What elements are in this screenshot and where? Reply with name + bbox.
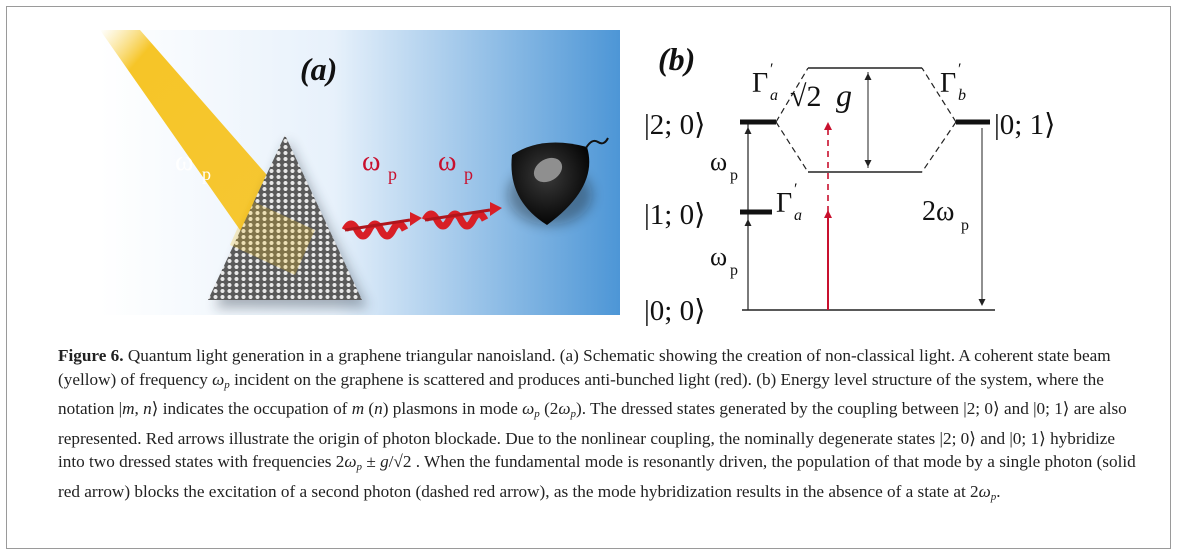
photon2-omega-sub: p <box>464 164 473 184</box>
caption-omega-5: ω <box>978 481 991 501</box>
omega-lower-label: ω <box>710 242 727 271</box>
caption-text-7: ). The dressed states generated by the c… <box>58 399 1127 472</box>
figure-caption: Figure 6. Quantum light generation in a … <box>58 344 1138 510</box>
panel-a-schematic: (a) ω p ω p ω p <box>100 30 620 315</box>
photon-wavepacket-1 <box>341 212 422 240</box>
photon1-omega-sub: p <box>388 164 397 184</box>
caption-text-8: ± <box>362 452 381 472</box>
caption-sub-4: p <box>356 461 363 474</box>
omega-upper-label: ω <box>710 147 727 176</box>
dressed-states <box>775 67 957 173</box>
caption-text-1: Quantum light generation in a graphene t… <box>58 346 1111 389</box>
panel-a-svg: (a) ω p ω p ω p <box>100 30 620 315</box>
caption-n2: n <box>374 399 383 419</box>
photon1-omega-label: ω <box>362 146 380 177</box>
panel-b-label: (b) <box>658 41 695 77</box>
caption-text-5: ) plasmons in mode <box>382 399 523 419</box>
panel-a-label: (a) <box>300 51 337 87</box>
photon2-omega-label: ω <box>438 146 456 177</box>
graphene-triangle <box>208 135 362 300</box>
caption-text-4: ( <box>364 399 375 419</box>
caption-n: n <box>143 399 152 419</box>
two-omega-sub: p <box>961 217 969 234</box>
gamma-b-sup: ′ <box>958 61 962 78</box>
state-0-1-label: |0; 1⟩ <box>994 109 1055 141</box>
caption-omega-3: ω <box>558 399 571 419</box>
caption-omega-2: ω <box>522 399 535 419</box>
solid-red-arrowhead <box>824 210 832 218</box>
gamma-a-top-sub: a <box>770 87 778 104</box>
caption-text-6: (2 <box>539 399 559 419</box>
caption-omega-4: ω <box>344 452 357 472</box>
gamma-a-top-sup: ′ <box>770 61 774 78</box>
caption-comma: , <box>134 399 144 419</box>
state-2-0-label: |2; 0⟩ <box>644 109 705 141</box>
beam-omega-label: ω <box>175 146 193 177</box>
caption-text-9: /√2 . When the fundamental mode is reson… <box>58 452 1136 501</box>
gamma-a-top: Γ <box>752 68 768 99</box>
caption-text-2: incident on the graphene is scattered an… <box>58 369 1104 419</box>
gamma-a-mid: Γ <box>776 188 792 219</box>
caption-text-3: ⟩ indicates the occupation of <box>151 399 352 419</box>
photon-detector <box>508 137 609 225</box>
omega-lower-sub: p <box>730 262 738 279</box>
caption-sub-2: p <box>534 408 540 421</box>
caption-g: g <box>380 452 389 472</box>
omega-upper-sub: p <box>730 167 738 184</box>
beam-omega-sub: p <box>202 164 211 184</box>
photon-wavepacket-2 <box>421 202 502 230</box>
state-1-0-label: |1; 0⟩ <box>644 199 705 231</box>
gamma-a-mid-sub: a <box>794 207 802 224</box>
gamma-b-sub: b <box>958 87 966 104</box>
panel-b-svg: (b) <box>644 41 1055 327</box>
two-omega-label: 2ω <box>922 196 954 227</box>
beam-overlay <box>230 200 315 275</box>
coupling-sqrt-label: √2 <box>790 80 821 113</box>
caption-text-10: . <box>996 481 1001 501</box>
caption-sub-3: p <box>570 408 577 421</box>
figure-label: Figure 6. <box>58 346 124 365</box>
dashed-red-arrowhead <box>824 122 832 130</box>
caption-m: m <box>122 399 135 419</box>
state-0-0-label: |0; 0⟩ <box>644 295 705 327</box>
panel-b-energy-diagram: (b) <box>640 30 1060 327</box>
caption-omega-1: ω <box>212 369 225 389</box>
gamma-b: Γ <box>940 68 956 99</box>
caption-sub-5: p <box>990 490 997 503</box>
coupling-g-label: g <box>836 77 852 113</box>
gamma-a-mid-sup: ′ <box>794 181 798 198</box>
caption-sub-1: p <box>224 378 230 391</box>
caption-m2: m <box>351 399 365 419</box>
